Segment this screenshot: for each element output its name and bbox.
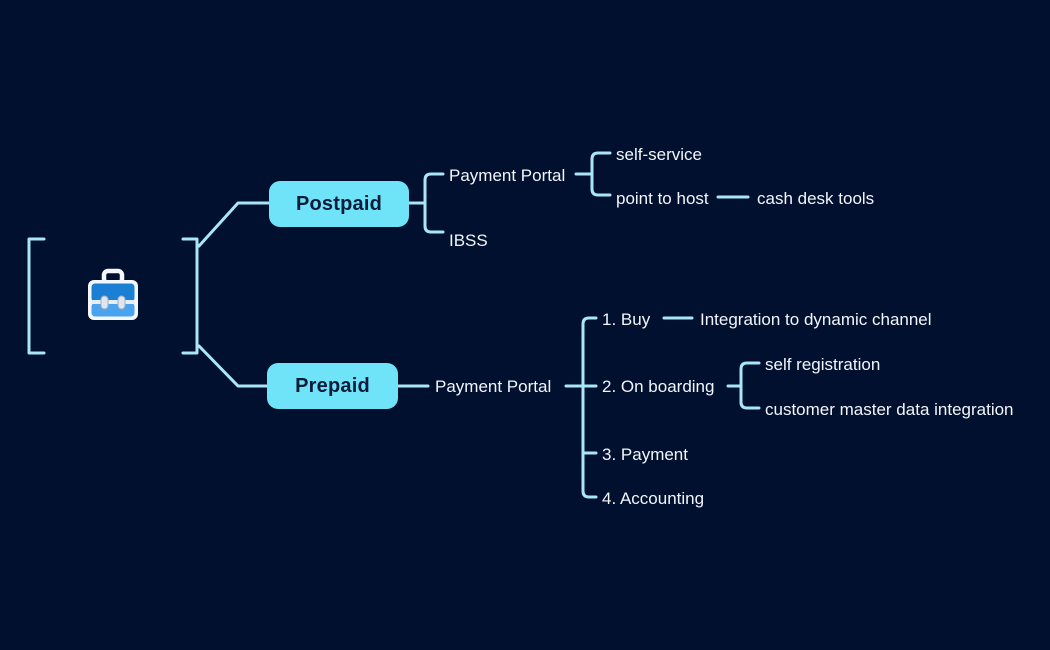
leaf-integration-to-dynamic-channel[interactable]: Integration to dynamic channel [700, 311, 932, 328]
leaf-label: Payment Portal [435, 377, 552, 396]
spine-pp-top [590, 151, 612, 197]
leaf-payment[interactable]: 3. Payment [602, 446, 688, 463]
leaf-on-boarding[interactable]: 2. On boarding [602, 378, 714, 395]
leaf-customer-master-data-integration[interactable]: customer master data integration [765, 401, 1014, 418]
spine-prepaid-items [581, 316, 598, 499]
leaf-ibss[interactable]: IBSS [449, 232, 488, 249]
edge-root-prepaid [197, 344, 271, 388]
edge-root-postpaid [197, 201, 271, 248]
leaf-label: self registration [765, 355, 881, 374]
leaf-buy[interactable]: 1. Buy [602, 311, 650, 328]
leaf-label: point to host [616, 189, 709, 208]
leaf-label: 2. On boarding [602, 377, 715, 396]
leaf-label: 3. Payment [602, 445, 688, 464]
leaf-label: 1. Buy [602, 310, 651, 329]
leaf-label: cash desk tools [757, 189, 875, 208]
leaf-accounting[interactable]: 4. Accounting [602, 490, 704, 507]
briefcase-icon [84, 267, 142, 324]
spine-onboarding [739, 361, 761, 410]
leaf-label: 4. Accounting [602, 489, 705, 508]
root-bracket-left [27, 237, 46, 355]
leaf-label: customer master data integration [765, 400, 1014, 419]
node-postpaid[interactable]: Postpaid [269, 181, 409, 227]
leaf-label: IBSS [449, 231, 488, 250]
leaf-label: Payment Portal [449, 166, 566, 185]
leaf-label: Integration to dynamic channel [700, 310, 932, 329]
leaf-payment-portal-postpaid[interactable]: Payment Portal [449, 167, 565, 184]
leaf-cash-desk-tools[interactable]: cash desk tools [757, 190, 874, 207]
node-prepaid-label: Prepaid [295, 374, 370, 397]
leaf-point-to-host[interactable]: point to host [616, 190, 709, 207]
node-prepaid[interactable]: Prepaid [267, 363, 398, 409]
leaf-payment-portal-prepaid[interactable]: Payment Portal [435, 378, 551, 395]
leaf-label: self-service [616, 145, 702, 164]
node-postpaid-label: Postpaid [295, 192, 383, 215]
spine-postpaid [423, 172, 445, 234]
leaf-self-service[interactable]: self-service [616, 146, 702, 163]
leaf-self-registration[interactable]: self registration [765, 356, 880, 373]
root-bracket-right [181, 237, 199, 355]
